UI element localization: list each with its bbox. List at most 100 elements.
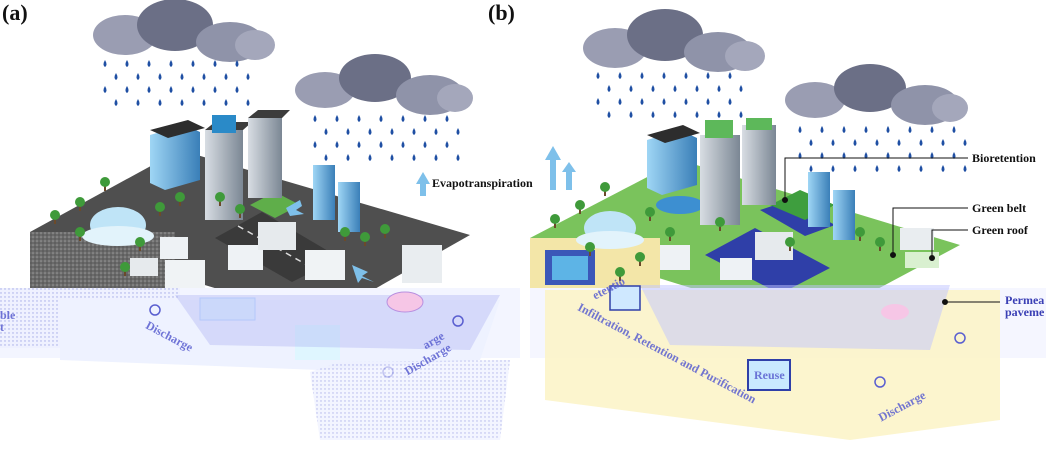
- tree-icon: [585, 242, 595, 256]
- raindrop-icon: [739, 111, 743, 118]
- raindrop-icon: [379, 141, 383, 148]
- tree-icon: [635, 252, 645, 266]
- raindrop-icon: [864, 126, 868, 133]
- raindrop-icon: [445, 141, 449, 148]
- raindrop-icon: [963, 139, 967, 146]
- tree-icon: [360, 232, 370, 246]
- raindrop-icon: [213, 86, 217, 93]
- raindrop-icon: [136, 73, 140, 80]
- raindrop-icon: [717, 111, 721, 118]
- tree-icon: [120, 262, 130, 276]
- raindrop-icon: [684, 98, 688, 105]
- raindrop-icon: [147, 86, 151, 93]
- raindrop-icon: [390, 128, 394, 135]
- raindrop-icon: [695, 111, 699, 118]
- raindrop-icon: [368, 128, 372, 135]
- raindrop-icon: [831, 165, 835, 172]
- tree-icon: [600, 182, 610, 196]
- raindrop-icon: [213, 60, 217, 67]
- raindrop-icon: [930, 126, 934, 133]
- evapotranspiration-label: Evapotranspiration: [432, 176, 533, 190]
- tree-icon: [100, 177, 110, 191]
- raindrop-icon: [202, 99, 206, 106]
- raindrop-icon: [136, 99, 140, 106]
- raindrop-icon: [864, 152, 868, 159]
- raindrop-icon: [114, 99, 118, 106]
- raindrop-icon: [335, 141, 339, 148]
- raindrop-icon: [357, 141, 361, 148]
- buildings: [576, 118, 939, 280]
- faded-lower-section: [530, 285, 1046, 440]
- raindrop-icon: [739, 85, 743, 92]
- raindrop-icon: [629, 85, 633, 92]
- raindrop-icon: [401, 141, 405, 148]
- raindrop-icon: [390, 154, 394, 161]
- raindrop-icon: [246, 99, 250, 106]
- trees: [550, 182, 885, 281]
- panel-a: [0, 0, 520, 440]
- raindrop-icon: [629, 111, 633, 118]
- raindrop-icon: [324, 154, 328, 161]
- raindrop-icon: [798, 126, 802, 133]
- panel-b: [530, 9, 1046, 440]
- raindrop-icon: [379, 115, 383, 122]
- raindrop-icon: [919, 165, 923, 172]
- raindrop-icon: [114, 73, 118, 80]
- raindrop-icon: [445, 115, 449, 122]
- raindrop-icon: [941, 165, 945, 172]
- raindrop-icon: [596, 72, 600, 79]
- tree-icon: [785, 237, 795, 251]
- raindrop-icon: [875, 165, 879, 172]
- raindrop-icon: [930, 152, 934, 159]
- cloud-icon: [785, 64, 968, 125]
- raindrop-icon: [886, 152, 890, 159]
- raindrop-icon: [434, 154, 438, 161]
- raindrop-icon: [596, 98, 600, 105]
- tree-icon: [575, 200, 585, 214]
- raindrop-icon: [335, 115, 339, 122]
- raindrop-icon: [809, 165, 813, 172]
- raindrop-icon: [897, 139, 901, 146]
- raindrop-icon: [191, 60, 195, 67]
- tree-icon: [615, 267, 625, 281]
- raindrop-icon: [886, 126, 890, 133]
- tree-icon: [135, 237, 145, 251]
- raindrop-icon: [607, 85, 611, 92]
- raindrop-icon: [456, 154, 460, 161]
- raindrop-icon: [125, 86, 129, 93]
- raindrop-icon: [224, 99, 228, 106]
- left-edge-fragment: ble: [0, 308, 16, 322]
- raindrop-icon: [191, 86, 195, 93]
- tree-icon: [340, 227, 350, 241]
- raindrop-icon: [673, 111, 677, 118]
- tree-icon: [855, 227, 865, 241]
- tree-icon: [715, 217, 725, 231]
- raindrop-icon: [224, 73, 228, 80]
- faded-lower-section: [0, 288, 520, 440]
- tree-icon: [875, 237, 885, 251]
- permeable-pavement-label: Permea: [1005, 293, 1045, 307]
- raindrop-icon: [706, 98, 710, 105]
- raindrop-icon: [809, 139, 813, 146]
- raindrop-icon: [662, 72, 666, 79]
- raindrop-icon: [853, 139, 857, 146]
- raindrop-icon: [158, 99, 162, 106]
- raindrop-icon: [820, 126, 824, 133]
- evapotranspiration-arrow-icon: [416, 172, 430, 196]
- bioretention-label: Bioretention: [972, 151, 1036, 165]
- raindrop-icon: [180, 99, 184, 106]
- tree-icon: [215, 192, 225, 206]
- raindrop-icon: [169, 60, 173, 67]
- leader-lines: [782, 157, 1000, 305]
- raindrop-icon: [963, 165, 967, 172]
- raindrop-icon: [728, 72, 732, 79]
- raindrop-icon: [662, 98, 666, 105]
- raindrop-icon: [125, 60, 129, 67]
- raindrop-icon: [820, 152, 824, 159]
- raindrop-icon: [831, 139, 835, 146]
- cloud-icon: [583, 9, 765, 72]
- buildings: [82, 110, 442, 288]
- green-belt-label: Green belt: [972, 201, 1027, 215]
